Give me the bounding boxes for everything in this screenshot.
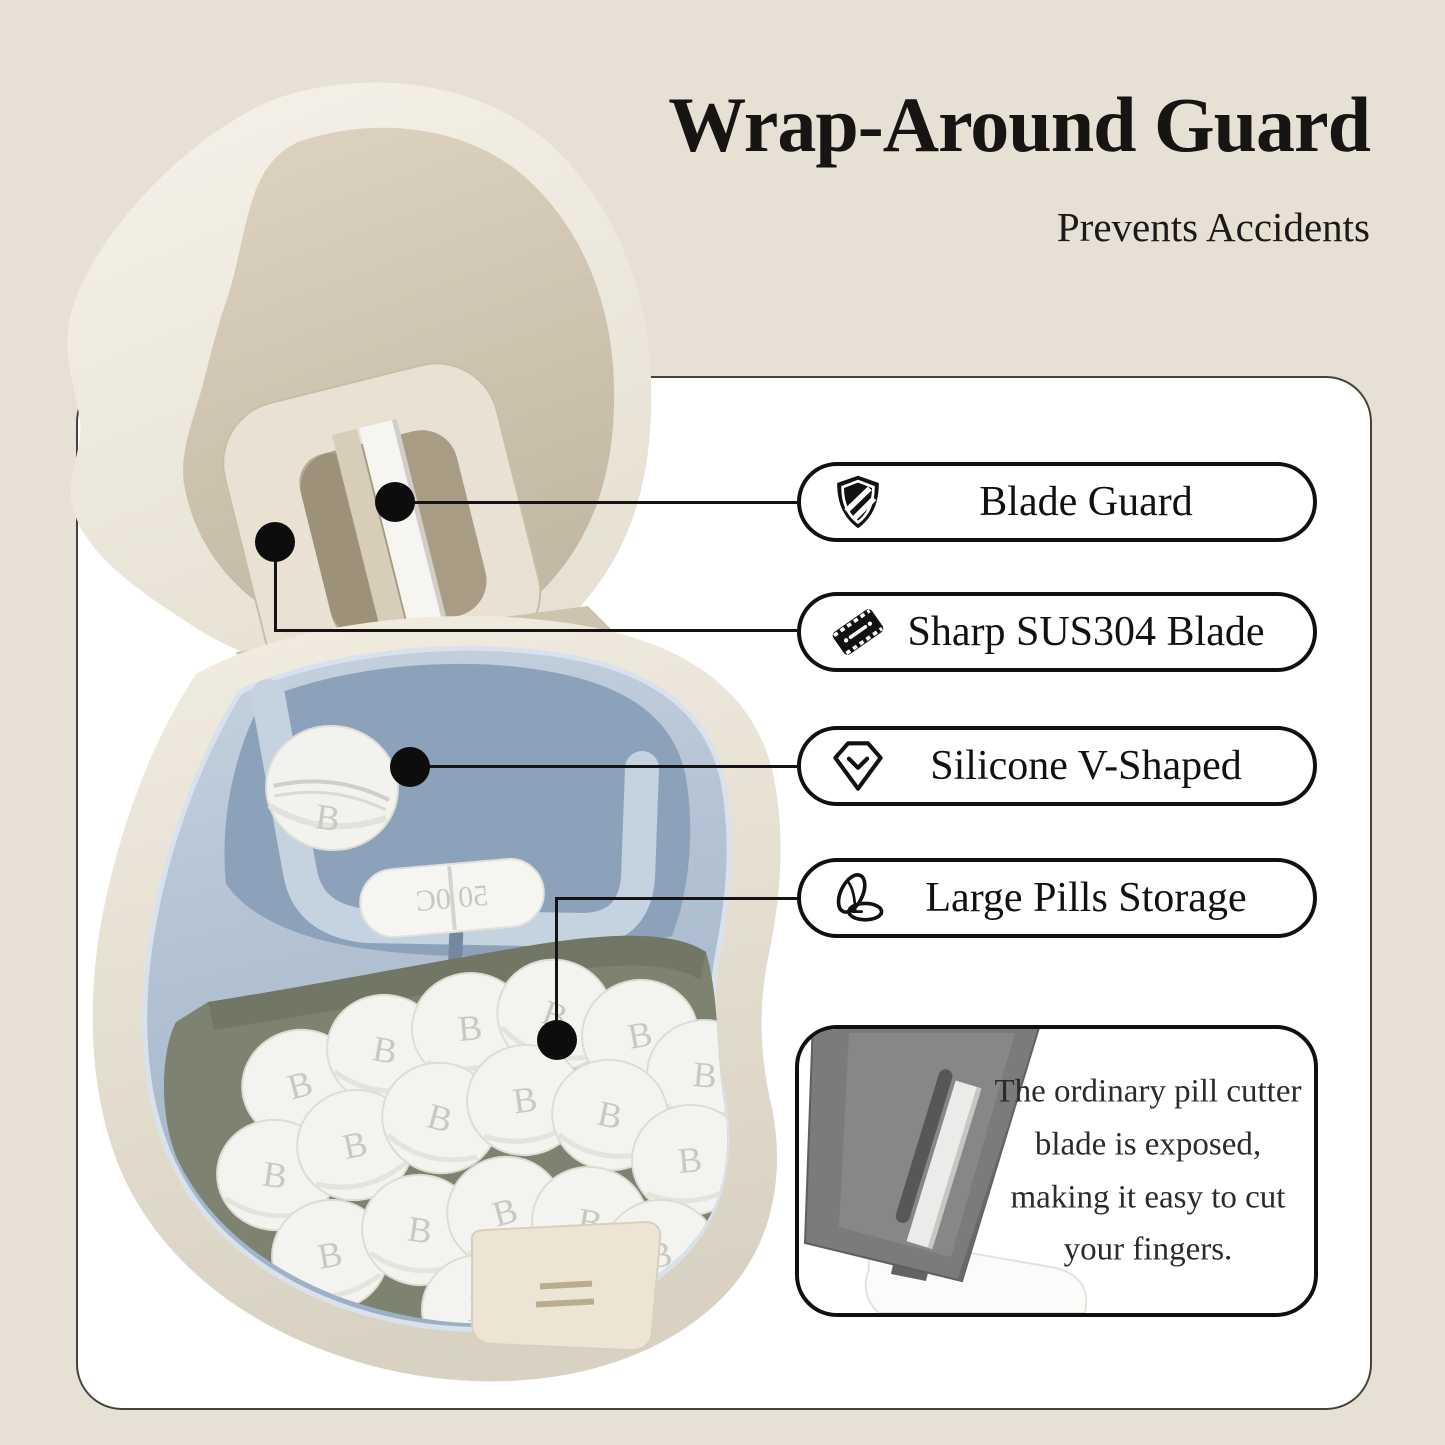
round-pill-marking: B	[313, 796, 342, 839]
blade-holder	[331, 428, 409, 641]
diamond-check-icon	[829, 737, 887, 795]
latch	[470, 1220, 662, 1352]
lid	[67, 82, 652, 694]
callout-pill-storage: Large Pills Storage	[797, 858, 1317, 938]
svg-text:B: B	[260, 1154, 289, 1197]
callout-connector-line	[395, 501, 797, 504]
svg-text:B: B	[456, 1007, 483, 1049]
razor-blade-icon	[829, 603, 887, 661]
storage-pill: B	[631, 1103, 728, 1217]
ordinary-cutter-warning-text: The ordinary pill cutter blade is expose…	[994, 1073, 1302, 1268]
page-title: Wrap-Around Guard	[668, 81, 1371, 168]
callout-connector-line	[274, 629, 797, 632]
svg-text:B: B	[691, 1054, 718, 1096]
callout-connector-line	[410, 765, 797, 768]
callout-connector-line	[555, 897, 558, 1040]
latch-grip-lines	[539, 1280, 593, 1290]
pills-icon	[829, 869, 887, 927]
callout-label: Blade Guard	[979, 479, 1193, 525]
callout-blade-guard: Blade Guard	[797, 462, 1317, 542]
svg-text:B: B	[405, 1209, 434, 1252]
callout-label: Sharp SUS304 Blade	[907, 609, 1265, 655]
callout-anchor-dot	[255, 522, 295, 562]
blade-guard-frame	[222, 362, 542, 694]
callout-anchor-dot	[375, 482, 415, 522]
callout-sus304-blade: Sharp SUS304 Blade	[797, 592, 1317, 672]
callout-connector-line	[555, 897, 797, 900]
callout-anchor-dot	[390, 747, 430, 787]
blade	[358, 419, 446, 635]
callout-label: Silicone V-Shaped	[930, 743, 1242, 789]
callout-anchor-dot	[537, 1020, 577, 1060]
callout-silicone-v: Silicone V-Shaped	[797, 726, 1317, 806]
page-subtitle: Prevents Accidents	[1056, 204, 1370, 250]
ordinary-pill-cutter-image	[803, 1029, 1088, 1313]
svg-text:B: B	[510, 1079, 539, 1122]
callout-connector-line	[274, 542, 277, 632]
round-pill: B	[265, 724, 399, 852]
oblong-pill: 50 0C	[359, 857, 545, 939]
svg-text:B: B	[676, 1139, 703, 1181]
callout-label: Large Pills Storage	[925, 875, 1247, 921]
shield-icon	[829, 473, 887, 531]
oblong-pill-marking: 50 0C	[414, 879, 489, 918]
ordinary-cutter-info-box: The ordinary pill cutter blade is expose…	[795, 1025, 1318, 1317]
base: B 50 0C B B B B B B B B B B	[92, 616, 781, 1382]
